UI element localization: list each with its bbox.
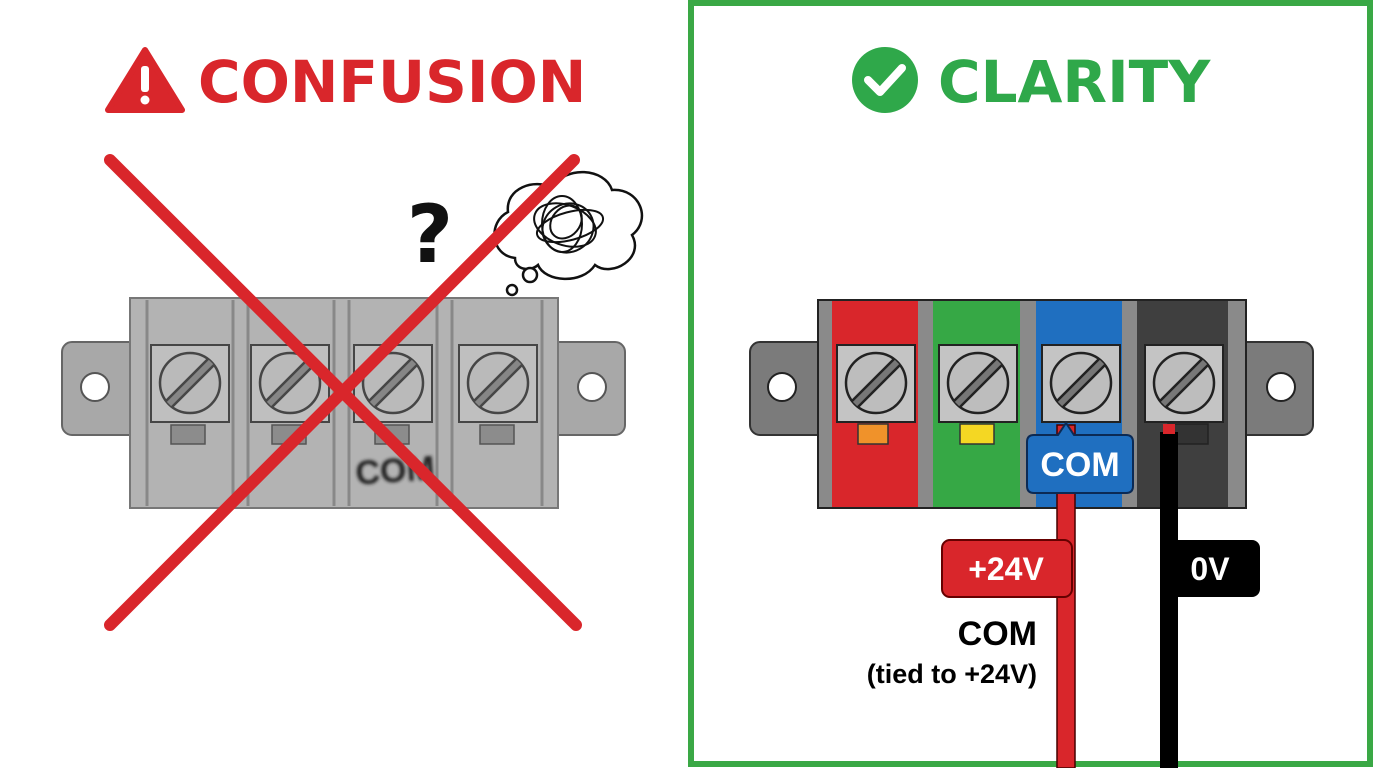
com-note: COM: [958, 615, 1037, 653]
warning-icon: [105, 47, 185, 113]
screw-icon: [837, 345, 915, 422]
positive-voltage-label: +24V: [941, 539, 1073, 598]
check-circle-icon: [852, 47, 918, 113]
svg-text:+24V: +24V: [968, 551, 1044, 587]
svg-text:0V: 0V: [1190, 551, 1230, 587]
screw-icon: [151, 345, 229, 422]
ground-voltage-label: 0V: [1160, 540, 1260, 597]
confusion-title: CONFUSION: [198, 48, 586, 116]
svg-text:COM: COM: [1040, 446, 1119, 484]
confusion-panel: CONFUSION COM ?: [61, 47, 644, 631]
cross-out-x-icon: [104, 154, 582, 631]
screw-icon: [1145, 345, 1223, 422]
clarity-frame: [688, 0, 1373, 767]
screw-icon: [1042, 345, 1120, 422]
com-terminal-label: COM: [1026, 421, 1134, 494]
screw-icon: [939, 345, 1017, 422]
com-note-detail: (tied to +24V): [867, 659, 1037, 689]
ground-wire: [1160, 432, 1178, 768]
screw-icon: [459, 345, 537, 422]
tangled-thought-cloud-icon: [493, 170, 644, 297]
clarity-panel: CLARITY COM +24V: [688, 0, 1373, 768]
question-mark: ?: [407, 188, 453, 281]
clarity-title: CLARITY: [938, 48, 1211, 116]
unlabeled-terminal-block: COM: [61, 297, 626, 509]
